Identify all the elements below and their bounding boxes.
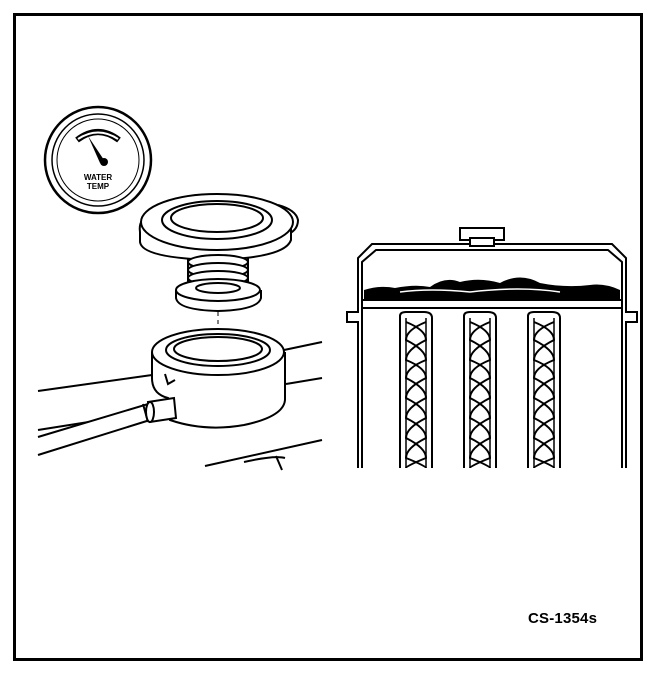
radiator-tubes (400, 312, 560, 468)
figure-code: CS-1354s (528, 610, 597, 627)
radiator-cutaway (347, 228, 637, 468)
coolant-surface (364, 278, 620, 301)
cap-seal (176, 279, 261, 311)
radiator-cap (140, 194, 298, 260)
gauge-label-water: WATER (84, 173, 113, 182)
water-temp-gauge: WATER TEMP (45, 107, 151, 213)
gauge-label-temp: TEMP (87, 182, 110, 191)
